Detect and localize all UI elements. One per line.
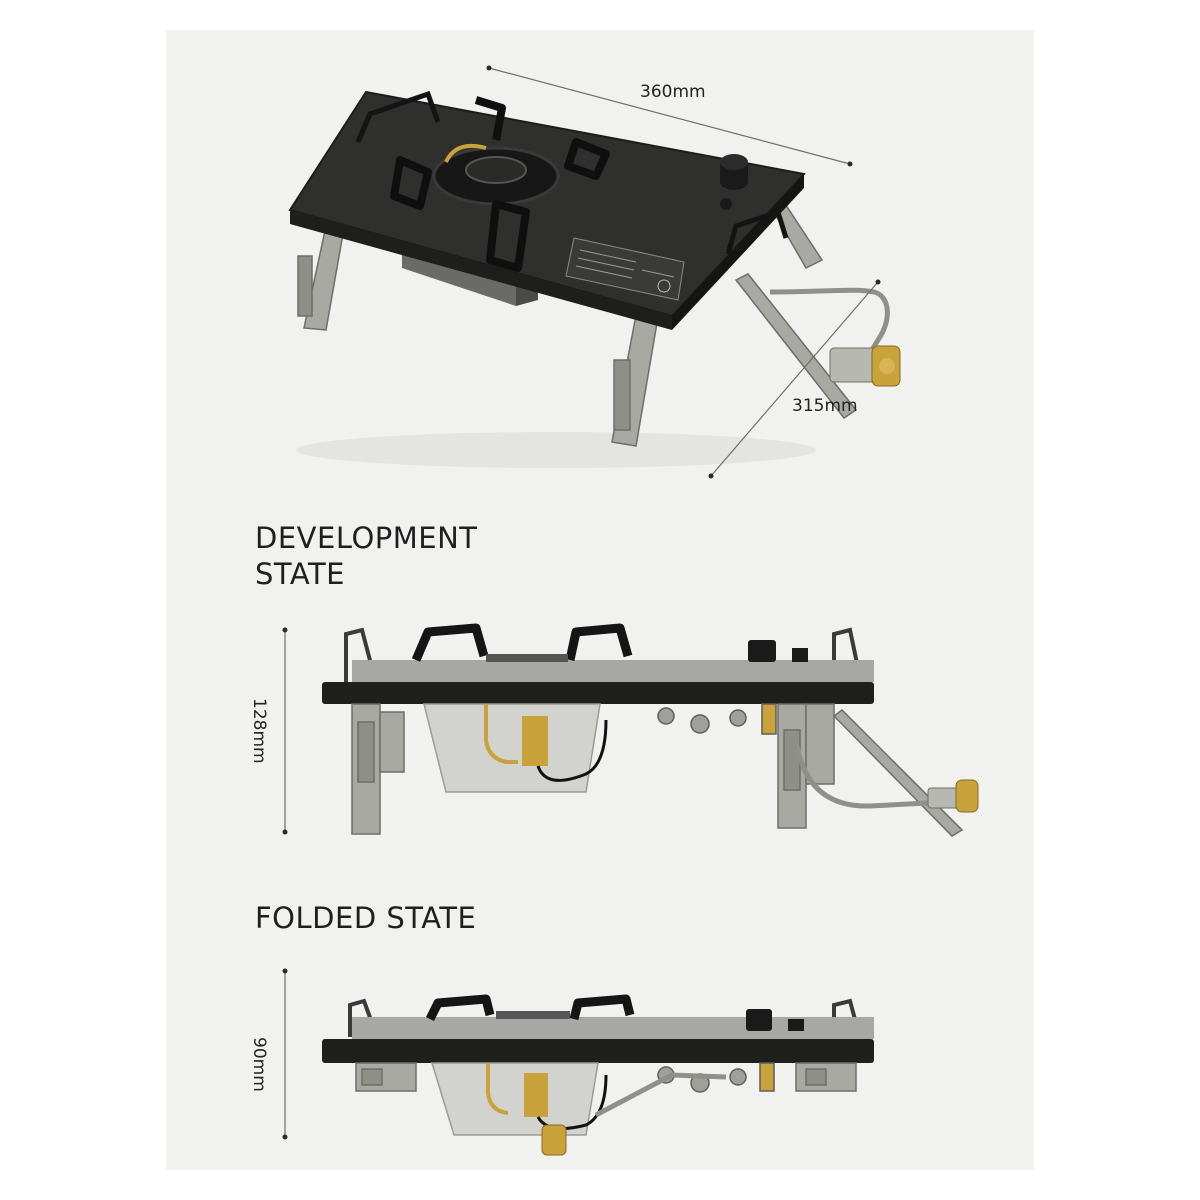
product-panel: 360mm 315mm DEVELOPMENT STATE 128mm (166, 30, 1034, 1170)
side-knob (748, 640, 776, 662)
folded-plate (322, 1039, 874, 1063)
folded-heading-line1: FOLDED STATE (255, 901, 477, 935)
folded-leg-left (355, 1062, 417, 1092)
folded-leg-right (795, 1062, 857, 1092)
gas-hose (769, 287, 890, 362)
control-knob (720, 154, 748, 210)
side-under-box (423, 703, 601, 793)
side-extended-leg (832, 709, 964, 837)
side-gas-connector (927, 779, 979, 813)
development-state-heading: DEVELOPMENT STATE (255, 520, 478, 592)
side-leg-right (777, 703, 835, 829)
development-heading-line2: STATE (255, 557, 345, 591)
handle-right (725, 208, 789, 255)
side-fittings (657, 703, 777, 735)
gas-connector (829, 345, 901, 387)
development-height-label: 128mm (249, 698, 269, 764)
depth-dimension-label: 315mm (792, 396, 858, 416)
folded-side-view: 90mm (249, 968, 874, 1156)
folded-gas-connector (541, 1124, 567, 1156)
width-dimension-label: 360mm (640, 82, 706, 102)
folded-state-heading: FOLDED STATE (255, 900, 476, 936)
side-handle-left (344, 627, 374, 682)
stove-perspective-figure: 360mm 315mm (288, 65, 901, 479)
side-plate (322, 682, 874, 704)
development-heading-line1: DEVELOPMENT (255, 521, 478, 555)
side-handle-right (832, 627, 860, 682)
development-side-view: 128mm (249, 623, 979, 837)
folded-under-box (430, 1062, 599, 1136)
width-dimension-line (488, 67, 851, 165)
front-right-leg (611, 314, 659, 447)
folded-height-label: 90mm (249, 1037, 269, 1092)
side-leg-left (351, 703, 405, 835)
front-left-leg (297, 225, 345, 331)
pot-supports (390, 96, 610, 272)
handle-left (355, 90, 441, 143)
depth-dimension-line (710, 281, 879, 477)
